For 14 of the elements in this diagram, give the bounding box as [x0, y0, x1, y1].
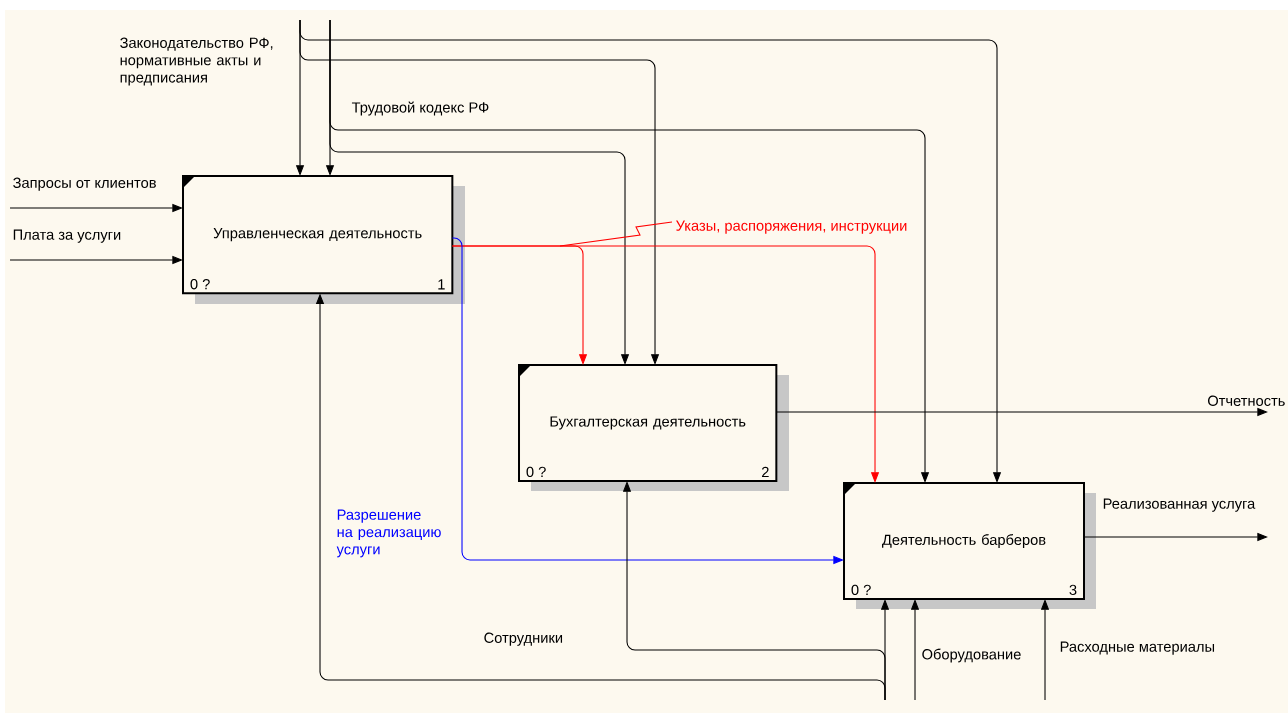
edge-label: Оборудование [922, 648, 1021, 663]
activity-box: Управленческая деятельность 0 ? 1 [182, 175, 465, 304]
activity-box: Бухгалтерская деятельность 0 ? 2 [518, 364, 789, 491]
edge-label: Разрешение на реализацию услуги [336, 509, 441, 558]
edge-label: Плата за услуги [13, 229, 121, 243]
activity-box: Деятельность барберов 0 ? 3 [843, 482, 1096, 609]
edge-label: Законодательство РФ, нормативные акты и предписания [120, 37, 273, 86]
edge-label: Отчетность [1208, 395, 1285, 406]
edge-label: Трудовой кодекс РФ [351, 101, 489, 116]
edge-label: Сотрудники [484, 632, 563, 646]
edge-label: Запросы от клиентов [13, 177, 156, 191]
edge-label: Расходные материалы [1060, 641, 1215, 655]
edge-label: Реализованная услуга [1103, 498, 1256, 512]
edge-label: Указы, распоряжения, инструкции [559, 220, 907, 247]
